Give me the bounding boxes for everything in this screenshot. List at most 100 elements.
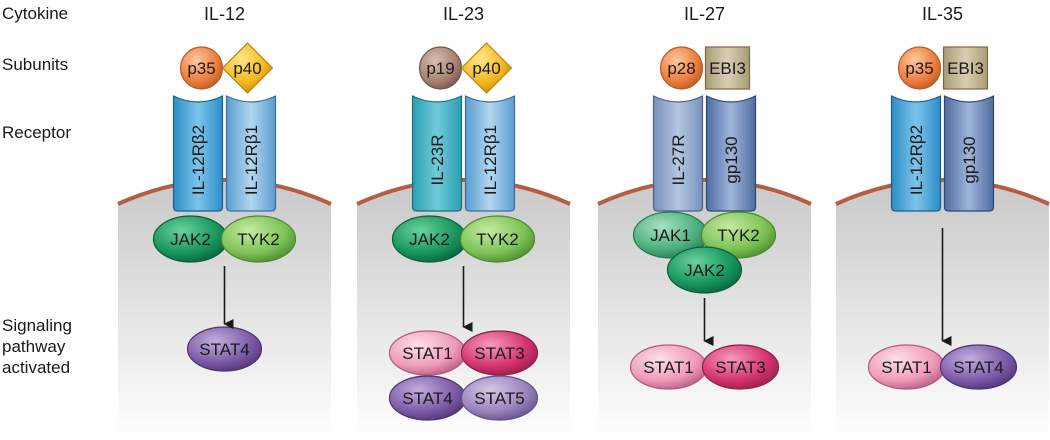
receptor-shape (172, 95, 224, 212)
receptor-shape (890, 95, 942, 212)
receptor-il-12r-1: IL-12Rβ1 (225, 95, 277, 212)
stat-stat4-label: STAT4 (402, 389, 452, 408)
kinase-jak2: JAK2 (152, 215, 229, 263)
receptor-shape (943, 95, 995, 212)
kinase-tyk2-label: TYK2 (476, 230, 519, 249)
kinase-jak2-label: JAK2 (409, 230, 450, 249)
subunit-label: p35 (905, 59, 933, 78)
subunit-ebi3: EBI3 (942, 46, 989, 90)
kinase-jak2-label: JAK2 (170, 230, 211, 249)
subunit-label: p40 (472, 59, 500, 78)
row-label-signaling: Signaling (2, 316, 72, 335)
stat-stat3-label: STAT3 (715, 358, 765, 377)
kinase-tyk2-shape (459, 215, 536, 263)
subunit-circle (897, 46, 942, 90)
receptor-label: IL-27R (669, 134, 688, 185)
stat-stat5: STAT5 (460, 375, 539, 421)
stat-stat3: STAT3 (701, 344, 780, 390)
kinase-tyk2-label: TYK2 (717, 226, 760, 245)
subunit-square (942, 46, 989, 90)
stat-stat3-shape (460, 330, 539, 376)
subunit-label: p28 (667, 59, 695, 78)
subunit-label: EBI3 (947, 59, 984, 78)
row-label-pathway: pathway (2, 337, 66, 356)
stat-stat4-label: STAT4 (953, 358, 1003, 377)
receptor-label: IL-12Rβ1 (242, 125, 261, 195)
receptor-shape (225, 95, 277, 212)
kinase-tyk2: TYK2 (459, 215, 536, 263)
kinase-jak1: JAK1 (632, 211, 709, 259)
kinase-tyk2: TYK2 (700, 211, 777, 259)
subunit-p40: p40 (221, 42, 274, 94)
stat-stat1: STAT1 (629, 344, 708, 390)
kinase-jak2: JAK2 (391, 215, 468, 263)
subunit-label: p40 (233, 59, 261, 78)
receptor-label: IL-23R (428, 134, 447, 185)
stat-stat3-shape (701, 344, 780, 390)
stat-stat1: STAT1 (867, 344, 946, 390)
kinase-tyk2-label: TYK2 (237, 230, 280, 249)
subunit-p40: p40 (460, 42, 513, 94)
cytokine-name: IL-12 (204, 4, 245, 24)
stat-stat1-label: STAT1 (643, 358, 693, 377)
stat-stat5-shape (460, 375, 539, 421)
stat-stat5-label: STAT5 (474, 389, 524, 408)
subunit-label: p19 (426, 59, 454, 78)
cell-membrane (117, 178, 332, 206)
stat-stat3: STAT3 (460, 330, 539, 376)
kinase-tyk2-shape (220, 215, 297, 263)
receptor-il-12r-1: IL-12Rβ1 (464, 95, 516, 212)
row-labels: Cytokine Subunits Receptor Signaling pat… (2, 4, 72, 377)
receptor-label: gp130 (722, 136, 741, 183)
kinase-jak1-label: JAK1 (650, 226, 691, 245)
subunit-p35: p35 (179, 46, 224, 90)
subunit-ebi3: EBI3 (704, 46, 751, 90)
receptor-il-27r: IL-27R (652, 95, 704, 212)
receptor-shape (411, 95, 463, 212)
stat-stat4-shape (939, 344, 1018, 390)
receptor-gp130: gp130 (943, 95, 995, 212)
subunit-p35: p35 (897, 46, 942, 90)
kinase-jak2-shape (666, 246, 743, 294)
stat-stat1-label: STAT1 (402, 344, 452, 363)
receptor-shape (705, 95, 757, 212)
row-label-subunits: Subunits (2, 55, 68, 74)
receptor-gp130: gp130 (705, 95, 757, 212)
subunit-label: p35 (187, 59, 215, 78)
cell-membrane (356, 178, 571, 206)
stat-stat4: STAT4 (939, 344, 1018, 390)
row-label-activated: activated (2, 358, 70, 377)
subunit-label: EBI3 (709, 59, 746, 78)
receptor-il-12r-2: IL-12Rβ2 (172, 95, 224, 212)
receptor-label: IL-12Rβ1 (481, 125, 500, 195)
subunit-circle (659, 46, 704, 90)
kinase-jak2: JAK2 (666, 246, 743, 294)
receptor-label: IL-12Rβ2 (189, 125, 208, 195)
subunit-diamond (221, 42, 274, 94)
kinase-tyk2-shape (700, 211, 777, 259)
kinase-tyk2: TYK2 (220, 215, 297, 263)
receptor-il-23r: IL-23R (411, 95, 463, 212)
receptor-shape (652, 95, 704, 212)
subunit-square (704, 46, 751, 90)
cytokine-name: IL-23 (443, 4, 484, 24)
cytokine-name: IL-27 (684, 4, 725, 24)
receptor-shape (464, 95, 516, 212)
receptor-label: IL-12Rβ2 (907, 125, 926, 195)
stat-stat4: STAT4 (388, 375, 467, 421)
stat-stat3-label: STAT3 (474, 344, 524, 363)
stat-stat4: STAT4 (186, 326, 263, 372)
subunit-diamond (460, 42, 513, 94)
stat-stat4-label: STAT4 (199, 340, 249, 359)
row-label-receptor: Receptor (2, 123, 71, 142)
stat-stat1: STAT1 (388, 330, 467, 376)
stat-stat1-label: STAT1 (881, 358, 931, 377)
receptor-label: gp130 (960, 136, 979, 183)
kinase-jak2-label: JAK2 (684, 261, 725, 280)
